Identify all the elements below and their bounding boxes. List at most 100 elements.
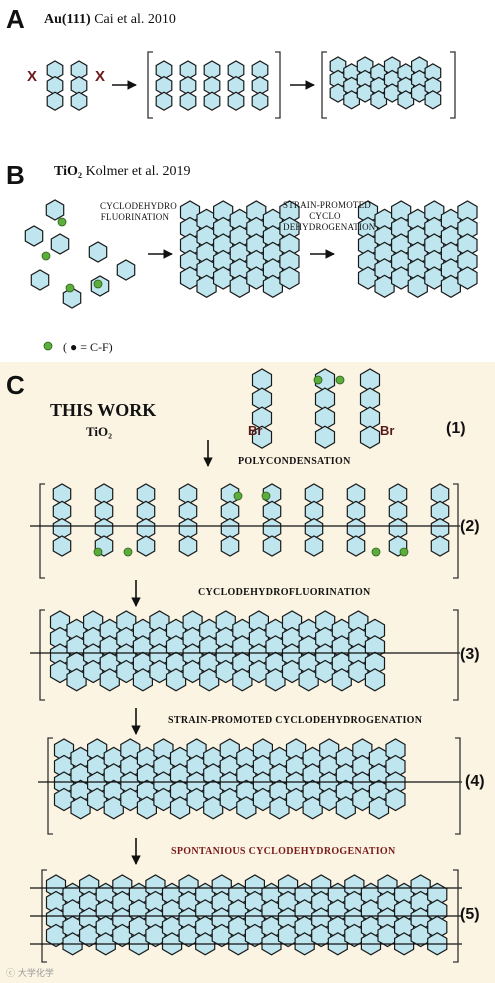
benzene-ring [314, 406, 336, 430]
benzene-ring [178, 517, 198, 540]
benzene-ring [251, 75, 269, 96]
benzene-ring [388, 500, 408, 522]
compound-number-3: (3) [460, 646, 480, 663]
benzene-ring [388, 517, 408, 540]
compound-number-4: (4) [465, 773, 485, 790]
benzene-ring [385, 738, 406, 762]
benzene-ring [457, 216, 478, 241]
benzene-ring [304, 535, 324, 557]
benzene-ring [430, 500, 450, 522]
benzene-ring [314, 387, 336, 411]
panel-b-title: TiO₂ Kolmer et al. 2019 [54, 164, 191, 180]
benzene-ring [45, 199, 65, 221]
benzene-ring [251, 387, 273, 411]
panel-a-substrate: Au(111) [44, 12, 91, 27]
fluorine-atom-polymer [93, 547, 103, 557]
benzene-ring [251, 425, 273, 449]
benzene-ring [103, 796, 124, 820]
benzene-ring [220, 500, 240, 522]
label-cyclodehydrofluorination: CYCLODEHYDRO FLUORINATION [100, 201, 177, 223]
benzene-ring [424, 63, 442, 83]
this-work-title: THIS WORK [50, 400, 157, 420]
benzene-ring [374, 274, 395, 298]
label-line: FLUORINATION [100, 212, 170, 222]
benzene-ring [457, 266, 478, 290]
benzene-ring [335, 796, 356, 820]
benzene-ring [132, 668, 153, 692]
benzene-ring [397, 90, 415, 110]
watermark: ⓒ 大学化学 [6, 969, 54, 979]
step-cyclodehydrofluorination: CYCLODEHYDROFLUORINATION [198, 587, 371, 598]
fluorine-atom-b [57, 217, 67, 227]
benzene-ring [220, 535, 240, 557]
benzene-ring [427, 882, 448, 906]
benzene-ring [279, 233, 300, 257]
benzene-ring [359, 406, 381, 430]
polymer-bracket [455, 737, 461, 835]
benzene-ring [269, 796, 290, 820]
benzene-ring [178, 483, 198, 505]
benzene-ring [179, 60, 197, 80]
polymer-bracket [453, 609, 459, 701]
benzene-ring [346, 500, 366, 522]
polymer-bracket [453, 869, 459, 963]
benzene-ring [178, 535, 198, 557]
fluorine-atom-monomer [313, 375, 323, 385]
benzene-ring [70, 796, 91, 820]
fluorine-atom-polymer [371, 547, 381, 557]
polymer-bracket [47, 737, 53, 835]
step-strain-promoted-cyclodehydrogenation: STRAIN-PROMOTED CYCLODEHYDROGENATION [168, 715, 423, 726]
benzene-ring [227, 60, 245, 80]
benzene-ring [457, 249, 478, 274]
panel-b-substrate: TiO₂ [54, 164, 83, 179]
step-polycondensation: POLYCONDENSATION [238, 456, 351, 467]
panel-letter-a: A [6, 4, 25, 34]
label-line: CYCLO [309, 211, 341, 221]
benzene-ring [430, 535, 450, 557]
benzene-ring [457, 200, 478, 224]
polymer-bracket [453, 483, 459, 579]
benzene-ring [203, 796, 224, 820]
benzene-ring [388, 483, 408, 505]
panel-b-reference: Kolmer et al. 2019 [85, 164, 191, 179]
benzene-ring [116, 259, 136, 281]
compound-number-1: (1) [446, 420, 466, 437]
benzene-ring [136, 500, 156, 522]
benzene-ring [251, 406, 273, 430]
label-line: STRAIN-PROMOTED [283, 200, 372, 210]
benzene-ring [424, 76, 442, 96]
benzene-ring [440, 274, 461, 298]
polymer-bracket-left [147, 51, 153, 119]
benzene-ring [24, 225, 44, 247]
benzene-ring [46, 91, 64, 111]
benzene-ring [279, 266, 300, 290]
compound-number-2: (2) [460, 518, 480, 535]
fluorine-atom-monomer [335, 375, 345, 385]
legend-c-f: ( ● = C-F) [63, 340, 113, 354]
benzene-ring [385, 787, 406, 812]
bromine-right: Br [380, 423, 395, 438]
benzene-ring [251, 91, 269, 111]
polymer-bracket-right [450, 51, 456, 119]
label-strain-promoted: STRAIN-PROMOTED CYCLO DEHYDROGENATION [283, 200, 375, 233]
benzene-ring [136, 517, 156, 540]
benzene-ring [430, 483, 450, 505]
benzene-ring [30, 269, 50, 291]
benzene-ring [279, 216, 300, 241]
benzene-ring [385, 754, 406, 779]
benzene-ring [94, 500, 114, 522]
benzene-ring [232, 668, 253, 692]
step-spontanious-cyclodehydrogenation: SPONTANIOUS CYCLODEHYDROGENATION [171, 846, 396, 857]
benzene-ring [52, 500, 72, 522]
benzene-ring [364, 651, 386, 675]
benzene-ring [155, 75, 173, 96]
benzene-ring [136, 535, 156, 557]
benzene-ring [99, 668, 120, 692]
benzene-ring [368, 796, 390, 820]
benzene-ring [279, 249, 300, 274]
benzene-ring [314, 425, 336, 449]
benzene-ring [251, 60, 269, 80]
benzene-ring [424, 90, 442, 110]
benzene-ring [359, 368, 381, 392]
